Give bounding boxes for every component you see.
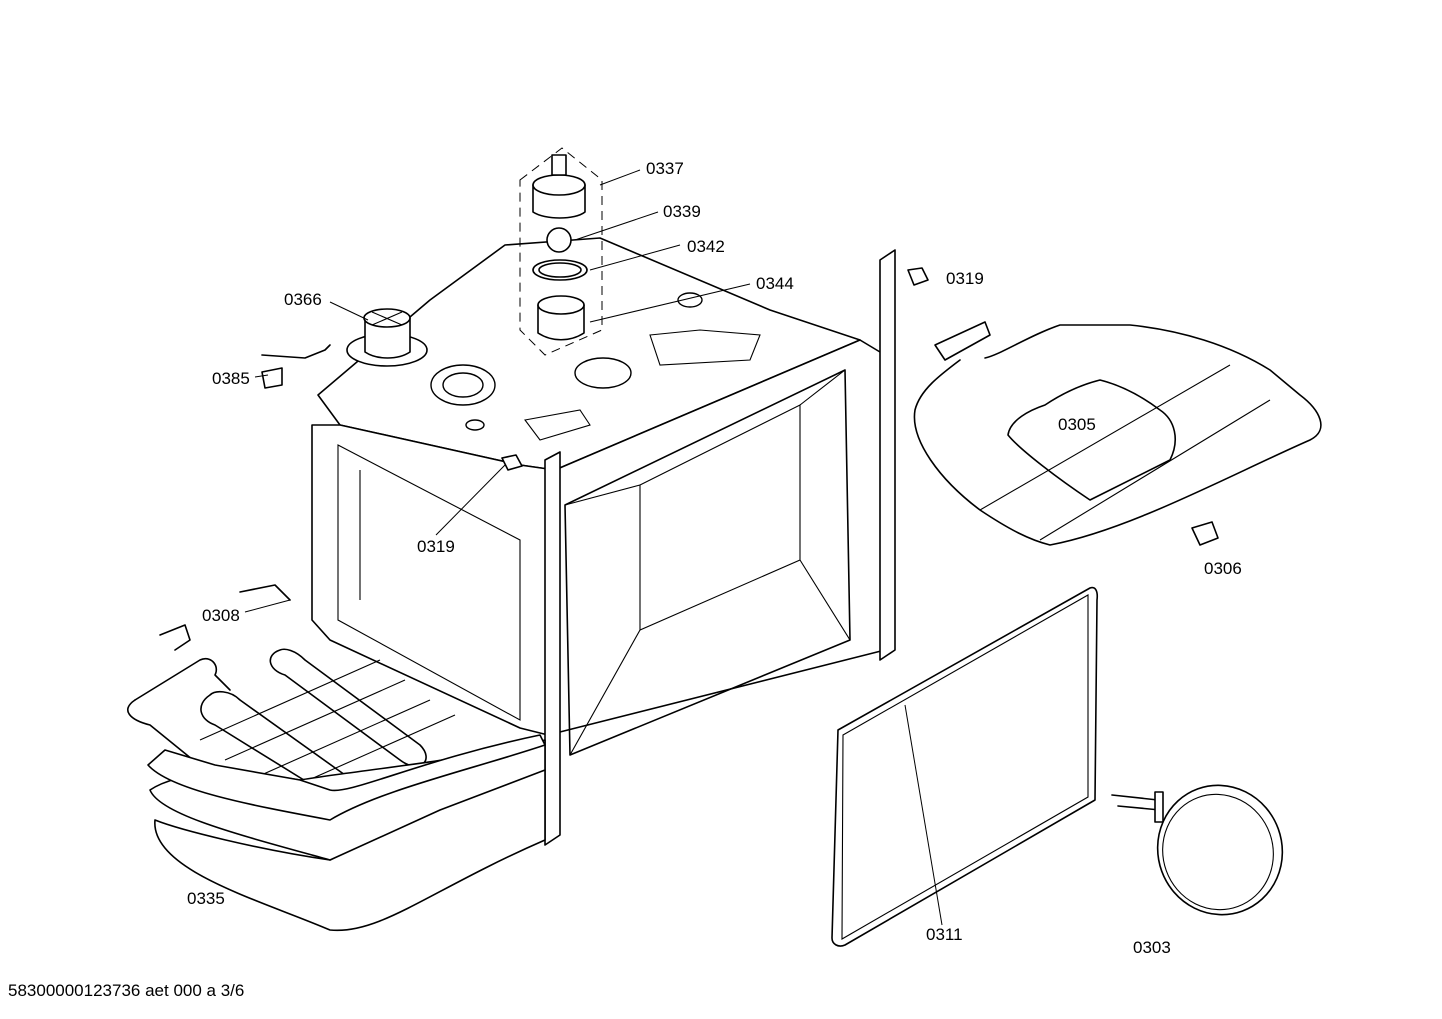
label-0319-top: 0319 (946, 269, 984, 288)
label-0335: 0335 (187, 889, 225, 908)
door-seal-gasket (831, 586, 1099, 947)
connector-0319 (501, 267, 929, 471)
oven-lamp-assembly (519, 147, 603, 356)
label-0308: 0308 (202, 606, 240, 625)
leader-lines (244, 169, 943, 926)
label-0306: 0306 (1204, 559, 1242, 578)
ring-heater (1111, 784, 1284, 916)
label-0319-inner: 0319 (417, 537, 455, 556)
label-0385: 0385 (212, 369, 250, 388)
bracket-0385 (261, 344, 331, 389)
label-0303: 0303 (1133, 938, 1171, 957)
label-0342: 0342 (687, 237, 725, 256)
label-0305: 0305 (1058, 415, 1096, 434)
top-heater-element (913, 321, 1322, 546)
label-0337: 0337 (646, 159, 684, 178)
label-0366: 0366 (284, 290, 322, 309)
label-0311: 0311 (926, 925, 963, 944)
fan-housing (346, 308, 428, 367)
label-0339: 0339 (663, 202, 701, 221)
oven-cavity (311, 237, 896, 846)
drawing-reference-footer: 58300000123736 aet 000 a 3/6 (8, 981, 245, 1000)
label-0344: 0344 (756, 274, 794, 293)
part-labels: 0337 0339 0342 0344 0366 0385 0319 0319 … (187, 159, 1242, 957)
insulation-mat (147, 734, 546, 932)
